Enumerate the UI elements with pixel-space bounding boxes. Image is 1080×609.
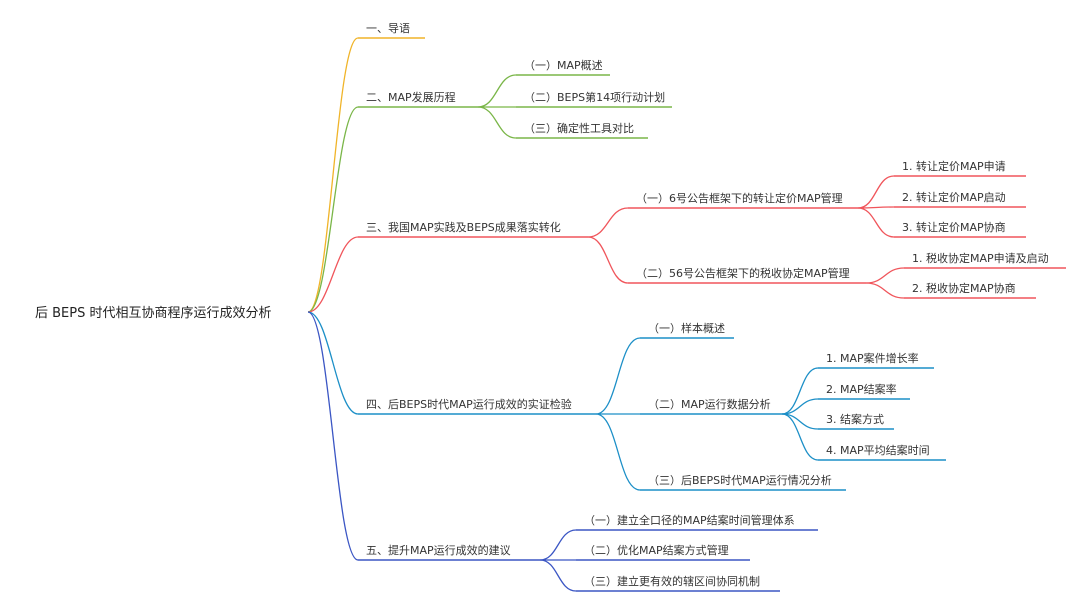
branch-3-child-1-item-3-label: 3. 转让定价MAP协商 (902, 220, 1006, 234)
branch-2-label: 二、MAP发展历程 (366, 90, 456, 104)
branch-3-child-1[interactable]: （一）6号公告框架下的转让定价MAP管理 (628, 191, 858, 209)
edge-b2-c0-g2 (857, 207, 895, 238)
branch-4-child-2-item-1-label: 1. MAP案件增长率 (826, 351, 919, 365)
edge-b2-c1-g0 (865, 267, 905, 284)
edge-root-b2 (307, 236, 359, 313)
branch-4-child-2-item-3[interactable]: 3. 结案方式 (818, 412, 894, 430)
branch-5-child-2[interactable]: （二）优化MAP结案方式管理 (576, 543, 750, 561)
edge-b4-c0 (539, 529, 577, 561)
branch-1-label: 一、导语 (366, 22, 410, 35)
branch-4-child-2-item-4-label: 4. MAP平均结案时间 (826, 443, 930, 457)
branch-3-label: 三、我国MAP实践及BEPS成果落实转化 (366, 220, 561, 234)
branch-5-label: 五、提升MAP运行成效的建议 (366, 543, 511, 557)
branch-3-child-1-item-1[interactable]: 1. 转让定价MAP申请 (894, 159, 1026, 177)
branch-3-child-2-item-2[interactable]: 2. 税收协定MAP协商 (904, 281, 1036, 299)
branch-4-child-2-label: （二）MAP运行数据分析 (648, 397, 771, 411)
edge-b1-c2 (477, 106, 517, 139)
edge-root-b1 (307, 106, 359, 313)
branch-3-child-2-item-2-label: 2. 税收协定MAP协商 (912, 281, 1016, 295)
branch-2[interactable]: 二、MAP发展历程 (358, 90, 478, 108)
branch-3-child-1-item-2[interactable]: 2. 转让定价MAP启动 (894, 190, 1026, 208)
branch-5-child-1-label: （一）建立全口径的MAP结案时间管理体系 (584, 513, 795, 527)
branch-4-child-2-item-3-label: 3. 结案方式 (826, 412, 884, 426)
edge-b2-c1 (587, 236, 629, 284)
edge-b2-c0-g0 (857, 175, 895, 209)
branch-3-child-2-label: （二）56号公告框架下的税收协定MAP管理 (636, 266, 850, 280)
branch-2-child-2-label: （二）BEPS第14项行动计划 (524, 90, 665, 104)
edge-b4-c2 (539, 559, 577, 592)
branch-3-child-2-item-1[interactable]: 1. 税收协定MAP申请及启动 (904, 251, 1066, 269)
branch-3-child-1-item-1-label: 1. 转让定价MAP申请 (902, 159, 1006, 173)
edge-b1-c0 (477, 74, 517, 108)
branch-4-label: 四、后BEPS时代MAP运行成效的实证检验 (366, 397, 572, 411)
branch-3-child-1-item-3[interactable]: 3. 转让定价MAP协商 (894, 220, 1026, 238)
branch-5[interactable]: 五、提升MAP运行成效的建议 (358, 543, 540, 561)
branch-5-child-1[interactable]: （一）建立全口径的MAP结案时间管理体系 (576, 513, 818, 531)
branch-3[interactable]: 三、我国MAP实践及BEPS成果落实转化 (358, 220, 588, 238)
branch-1[interactable]: 一、导语 (358, 22, 425, 39)
edge-b3-c1-g3 (781, 413, 819, 461)
edge-b2-c0 (587, 207, 629, 238)
edge-b3-c1-g0 (781, 367, 819, 415)
branch-3-child-2[interactable]: （二）56号公告框架下的税收协定MAP管理 (628, 266, 866, 284)
branch-4-child-3[interactable]: （三）后BEPS时代MAP运行情况分析 (640, 473, 846, 491)
branch-4[interactable]: 四、后BEPS时代MAP运行成效的实证检验 (358, 397, 596, 415)
branch-4-child-2-item-2-label: 2. MAP结案率 (826, 382, 897, 396)
branch-5-child-2-label: （二）优化MAP结案方式管理 (584, 543, 729, 557)
branch-4-child-2-item-2[interactable]: 2. MAP结案率 (818, 382, 910, 400)
edge-b3-c1-g1 (781, 398, 819, 415)
branch-4-child-1-label: （一）样本概述 (648, 321, 725, 335)
edge-root-b3 (307, 311, 359, 415)
branch-5-child-3[interactable]: （三）建立更有效的辖区间协同机制 (576, 574, 780, 592)
edge-b2-c1-g1 (865, 282, 905, 299)
branch-4-child-3-label: （三）后BEPS时代MAP运行情况分析 (648, 473, 832, 487)
edge-b3-c0 (595, 337, 641, 415)
branch-5-child-3-label: （三）建立更有效的辖区间协同机制 (584, 574, 760, 588)
branch-3-child-1-item-2-label: 2. 转让定价MAP启动 (902, 190, 1006, 204)
edges (307, 37, 905, 592)
edge-root-b0 (307, 37, 359, 313)
branch-2-child-3-label: （三）确定性工具对比 (524, 121, 634, 135)
branch-2-child-2[interactable]: （二）BEPS第14项行动计划 (516, 90, 672, 108)
branch-4-child-2-item-1[interactable]: 1. MAP案件增长率 (818, 351, 934, 369)
branch-2-child-3[interactable]: （三）确定性工具对比 (516, 121, 648, 139)
edge-root-b4 (307, 311, 359, 561)
branch-2-child-1[interactable]: （一）MAP概述 (516, 59, 610, 76)
branch-4-child-2-item-4[interactable]: 4. MAP平均结案时间 (818, 443, 946, 461)
root-node[interactable]: 后 BEPS 时代相互协商程序运行成效分析 (35, 306, 272, 321)
branch-4-child-1[interactable]: （一）样本概述 (640, 321, 734, 339)
branch-4-child-2[interactable]: （二）MAP运行数据分析 (640, 397, 782, 415)
branch-3-child-1-label: （一）6号公告框架下的转让定价MAP管理 (636, 191, 843, 205)
branch-3-child-2-item-1-label: 1. 税收协定MAP申请及启动 (912, 251, 1049, 265)
edge-b3-c2 (595, 413, 641, 491)
branch-2-child-1-label: （一）MAP概述 (524, 59, 603, 72)
root-label: 后 BEPS 时代相互协商程序运行成效分析 (35, 306, 272, 321)
